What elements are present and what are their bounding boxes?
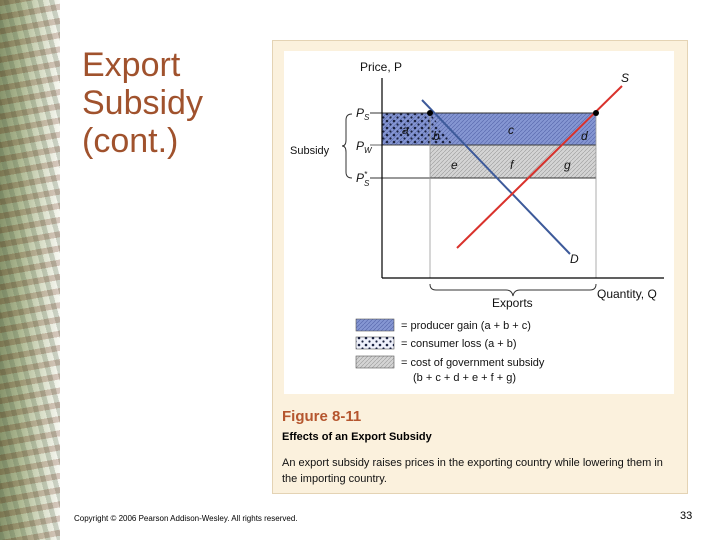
figure-description: An export subsidy raises prices in the e…: [282, 457, 663, 485]
side-strip-texture: [0, 0, 60, 540]
demand-curve: [421, 99, 571, 255]
x-axis-label: Quantity, Q: [597, 287, 657, 301]
demand-ps-point: [427, 110, 433, 116]
supply-ps-point: [593, 110, 599, 116]
diagram-area: [284, 51, 674, 394]
legend-label-government-cost-line-2: (b + c + d + e + f + g): [413, 372, 516, 384]
subsidy-brace: [341, 113, 353, 179]
area-label-d: d: [581, 129, 588, 143]
area-label-e: e: [451, 158, 458, 172]
price-label-pw: PW: [356, 139, 373, 155]
area-label-f: f: [510, 158, 515, 172]
figure-number: Figure 8-11: [282, 408, 362, 425]
exports-label: Exports: [492, 296, 533, 310]
exports-brace: [429, 283, 597, 297]
y-axis-label: Price, P: [360, 60, 402, 74]
area-label-g: g: [564, 158, 571, 172]
subsidy-label: Subsidy: [290, 145, 330, 157]
supply-label: S: [621, 71, 629, 85]
copyright-notice: Copyright © 2006 Pearson Addison-Wesley.…: [74, 514, 298, 523]
figure-caption: Effects of an Export Subsidy: [282, 431, 432, 443]
area-label-a: a: [402, 123, 409, 137]
legend-label-consumer-loss: = consumer loss (a + b): [401, 338, 517, 350]
slide-title-line-3: (cont.): [82, 122, 179, 160]
government-cost-area: [430, 145, 596, 178]
demand-label: D: [570, 252, 579, 266]
legend-swatch-consumer-loss-dots: [356, 337, 394, 349]
slide-title-line-2: Subsidy: [82, 84, 203, 122]
page-number: 33: [680, 510, 693, 522]
consumer-loss-dots-b: [430, 113, 453, 145]
legend-label-government-cost-line-1: = cost of government subsidy: [401, 357, 545, 369]
decorative-side-strip: [0, 0, 60, 540]
consumer-loss-dots-a: [382, 113, 430, 145]
legend-swatch-producer-gain: [355, 318, 395, 332]
legend-label-producer-gain: = producer gain (a + b + c): [401, 320, 531, 332]
area-label-c: c: [508, 123, 514, 137]
area-label-b: b: [433, 129, 440, 143]
legend-swatch-government-cost: [355, 355, 395, 369]
slide-title: Export Subsidy (cont.): [82, 46, 262, 160]
slide-title-line-1: Export: [82, 46, 181, 84]
price-label-ps-star: P*S: [356, 170, 370, 188]
price-label-ps: PS: [356, 106, 370, 122]
